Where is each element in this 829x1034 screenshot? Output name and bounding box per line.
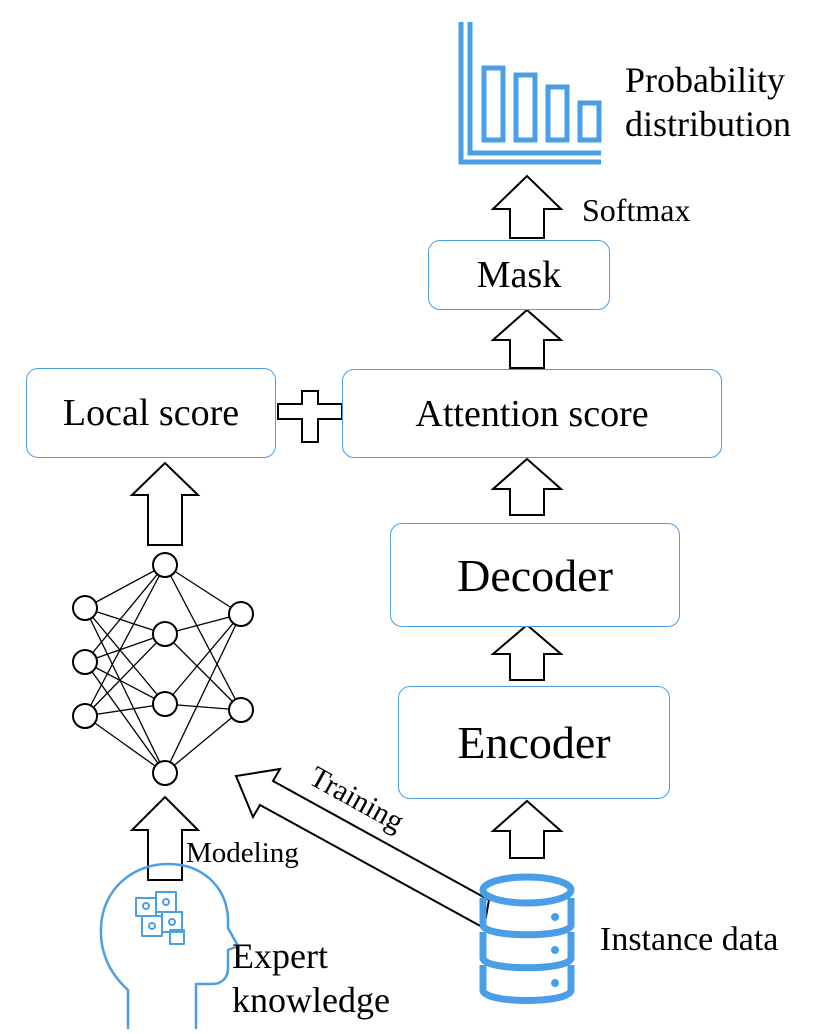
decoder-label: Decoder: [457, 549, 613, 601]
encoder-label: Encoder: [457, 717, 611, 768]
modeling-arrow: [129, 795, 201, 881]
probability-line1: Probability: [625, 60, 785, 100]
mask-arrow: [490, 308, 564, 369]
expert-line2: knowledge: [232, 980, 390, 1020]
expert-line1: Expert: [232, 936, 328, 976]
expert-knowledge-label: Expert knowledge: [232, 934, 390, 1022]
probability-line2: distribution: [625, 104, 792, 144]
softmax-label: Softmax: [582, 192, 691, 228]
bar-chart-icon: [458, 22, 602, 165]
attention-score-label: Attention score: [415, 392, 649, 435]
neural-network-icon: [72, 552, 254, 786]
local-score-box: Local score: [26, 368, 276, 458]
decoder-arrow: [490, 623, 564, 681]
encoder-box: Encoder: [398, 686, 670, 799]
database-icon: [479, 873, 575, 1004]
attention-score-box: Attention score: [342, 369, 722, 458]
mask-box: Mask: [428, 240, 610, 310]
mask-label: Mask: [476, 254, 562, 296]
plus-icon: [277, 390, 343, 443]
attention-arrow: [490, 457, 564, 516]
local-score-arrow: [129, 461, 201, 546]
instance-data-label: Instance data: [600, 921, 779, 958]
training-arrow: [234, 767, 491, 930]
head-puzzle-icon: [99, 862, 240, 1030]
softmax-arrow: [490, 174, 564, 239]
encoder-arrow: [490, 799, 564, 859]
local-score-label: Local score: [62, 392, 240, 434]
probability-label: Probability distribution: [625, 58, 791, 146]
modeling-label: Modeling: [186, 837, 299, 869]
decoder-box: Decoder: [390, 523, 680, 627]
